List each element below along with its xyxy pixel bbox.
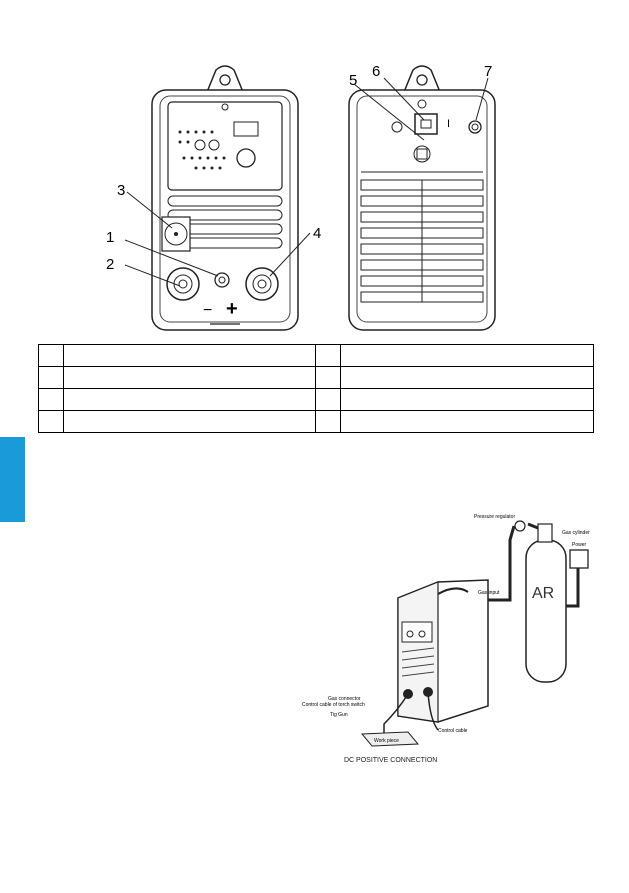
connection-diagram: AR Pressure regulator Gas cylinder Power… [302, 514, 590, 764]
minus-terminal-mark: − [203, 302, 213, 319]
rear-panel-figure [348, 65, 496, 331]
callout-number-1: 1 [106, 229, 115, 246]
legend-left-text [62, 344, 317, 367]
power-on-mark: I [447, 118, 451, 130]
table-row [38, 366, 594, 389]
legend-left-number [38, 344, 64, 367]
diagram-caption: DC POSITIVE CONNECTION [344, 757, 437, 764]
legend-left-number [38, 410, 64, 433]
front-callout-lines [124, 191, 311, 287]
front-panel-figure [151, 65, 299, 331]
label-control-cable-torch-switch: Control cable of torch switch [302, 702, 365, 708]
label-gas-connector: Gas connector [328, 696, 361, 702]
table-row [38, 410, 594, 433]
legend-left-text [62, 366, 317, 389]
legend-right-text [340, 410, 594, 433]
cylinder-mark: AR [532, 585, 554, 602]
legend-left-number [38, 388, 64, 411]
legend-right-number [315, 410, 342, 433]
callout-number-3: 3 [117, 182, 126, 199]
callout-number-7: 7 [484, 63, 493, 80]
legend-left-text [62, 388, 317, 411]
table-row [38, 388, 594, 411]
section-tab [0, 437, 25, 522]
label-tig-gun: Tig Gun [330, 712, 348, 718]
label-power: Power [572, 542, 587, 548]
rear-callout-lines [353, 77, 489, 141]
legend-right-number [315, 366, 342, 389]
legend-left-text [62, 410, 317, 433]
label-gas-cylinder: Gas cylinder [562, 530, 590, 536]
callout-number-2: 2 [106, 256, 115, 273]
callout-number-5: 5 [349, 72, 358, 89]
legend-right-number [315, 388, 342, 411]
legend-right-number [315, 344, 342, 367]
table-row [38, 344, 594, 367]
label-pressure-regulator: Pressure regulator [474, 514, 515, 520]
label-control-cable: Control cable [438, 728, 468, 734]
parts-legend-table [38, 344, 594, 433]
callout-number-6: 6 [372, 63, 381, 80]
callout-number-4: 4 [313, 225, 322, 242]
legend-left-number [38, 366, 64, 389]
legend-right-text [340, 388, 594, 411]
legend-right-text [340, 344, 594, 367]
label-gas-input: Gas input [478, 590, 500, 596]
plus-terminal-mark: + [226, 298, 238, 320]
legend-right-text [340, 366, 594, 389]
label-work-piece: Work piece [374, 738, 399, 744]
